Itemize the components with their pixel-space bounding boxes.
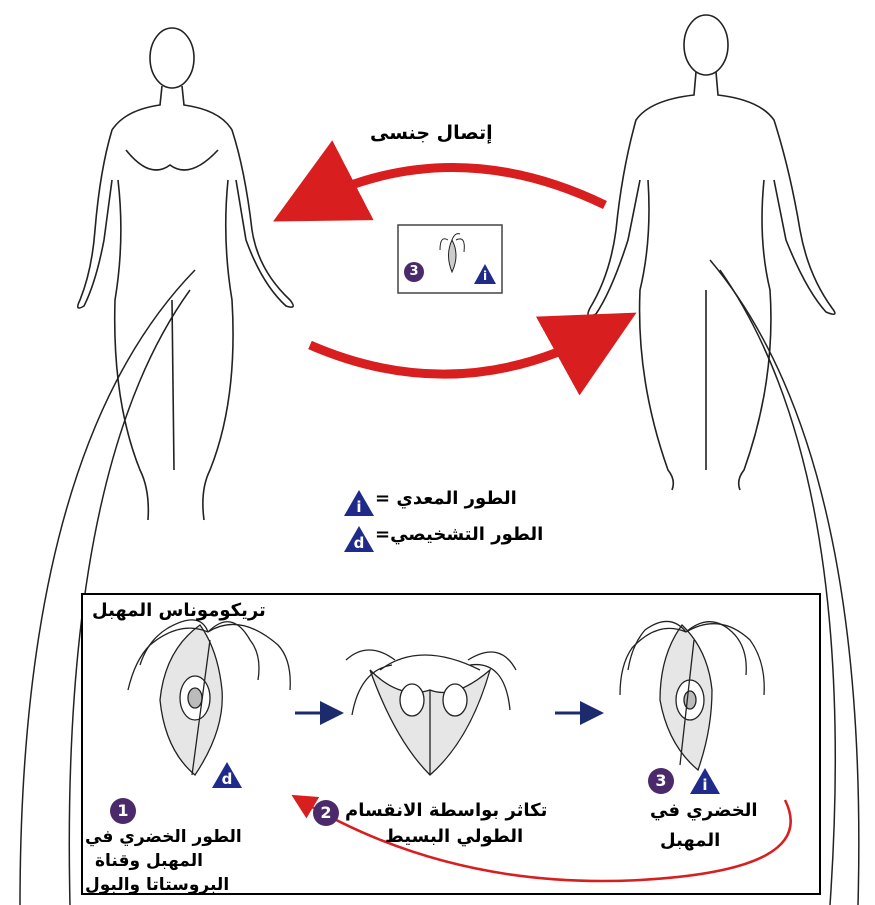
stage1-text-line2: المهبل وقناة [95,851,203,871]
legend-diagnostic-label: الطور التشخيصي= [375,524,543,545]
legend-infective-triangle: i [344,490,374,516]
stage1-diagnostic-symbol: d [221,770,233,788]
stage3-text-line1: الخضري في [650,800,758,821]
stage2-text-line2: الطولي البسيط [385,826,523,847]
legend-infective-symbol: i [353,498,365,516]
transmission-arrow-to-male [310,330,605,374]
female-figure [78,28,293,520]
stage2-text-line1: تكاثر بواسطة الانقسام [345,800,547,821]
box-title: تريكوموناس المهبل [92,600,266,621]
stage1-number: 1 [110,798,136,824]
stage3-number: 3 [648,768,674,794]
transmission-arrow-to-female [305,168,605,206]
stage3-infective-triangle: i [690,768,720,794]
center-infective-triangle: i [474,264,496,284]
stage3-infective-symbol: i [699,776,711,794]
legend-diagnostic-symbol: d [353,534,365,552]
stage1-text-line1: الطور الخضري في [85,827,242,847]
legend-infective-label: الطور المعدي = [375,488,517,509]
legend-diagnostic-triangle: d [344,526,374,552]
stage1-diagnostic-triangle: d [212,762,242,788]
stage2-number: 2 [313,800,339,826]
stage1-text-line3: البروستاتا والبول [85,875,229,895]
center-stage-number: 3 [404,262,424,282]
transmission-label: إتصال جنسى [370,122,493,144]
center-infective-symbol: i [479,269,491,283]
stage3-text-line2: المهبل [660,830,720,851]
